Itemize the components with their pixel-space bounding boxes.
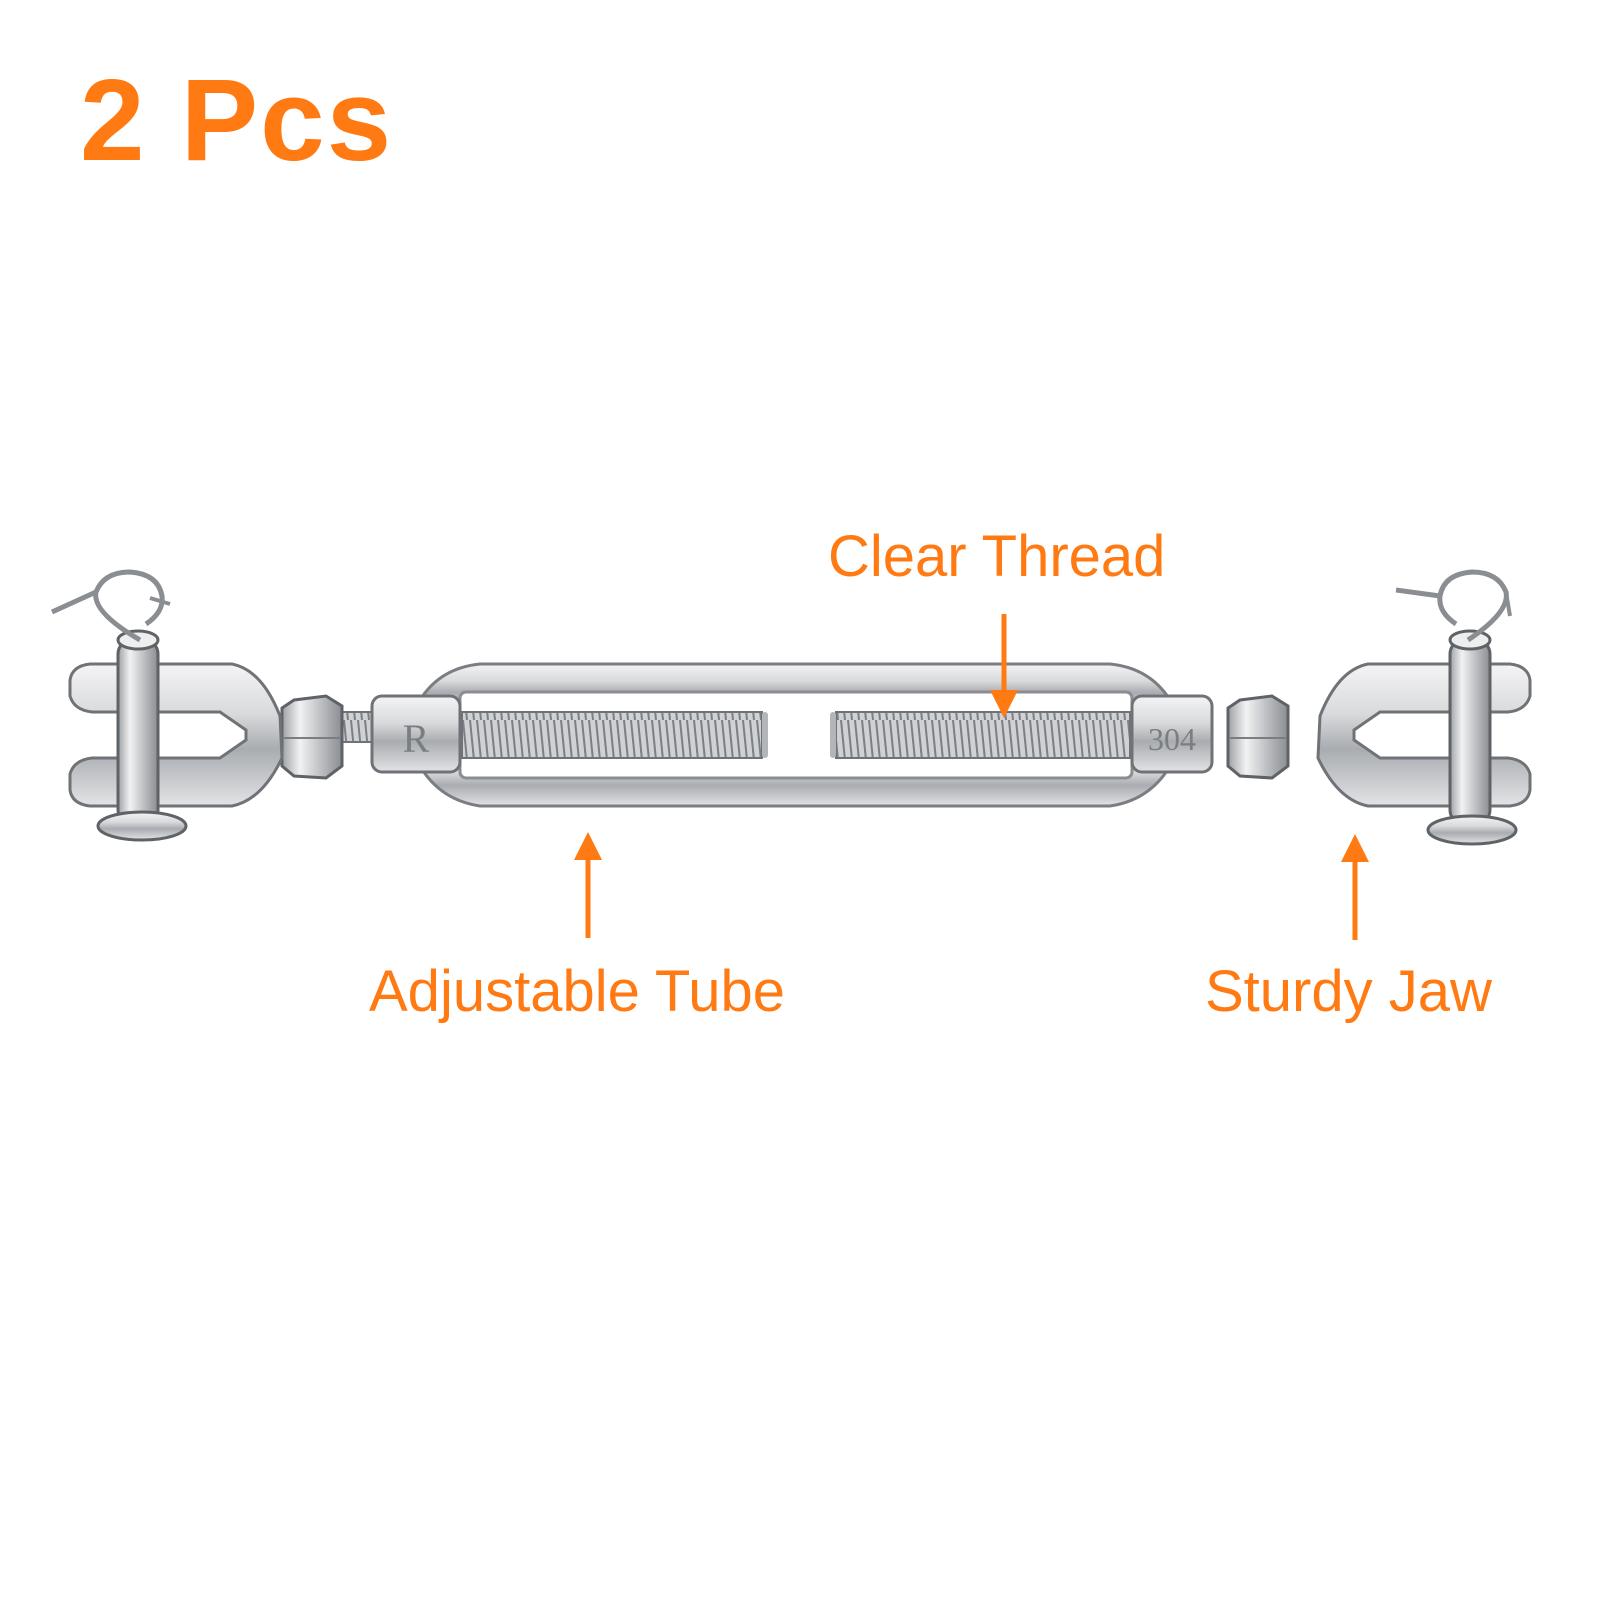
- arrow-icon-adjustable-tube: [574, 832, 602, 938]
- body-marking-left: R: [403, 716, 430, 761]
- arrow-icon-clear-thread: [990, 614, 1018, 718]
- sturdy-jaw-right: [1316, 569, 1532, 846]
- quantity-headline: 2 Pcs: [80, 55, 394, 185]
- body-marking-right: 304: [1148, 721, 1196, 757]
- clear-thread: [461, 711, 1131, 759]
- callout-adjustable-tube: Adjustable Tube: [369, 959, 785, 1024]
- hex-nut-right: [1226, 694, 1290, 780]
- callout-sturdy-jaw: Sturdy Jaw: [1205, 959, 1492, 1024]
- sturdy-jaw-left: [50, 569, 284, 842]
- callout-clear-thread: Clear Thread: [828, 524, 1166, 589]
- hex-nut-left: [280, 694, 344, 780]
- arrow-icon-sturdy-jaw: [1341, 834, 1369, 940]
